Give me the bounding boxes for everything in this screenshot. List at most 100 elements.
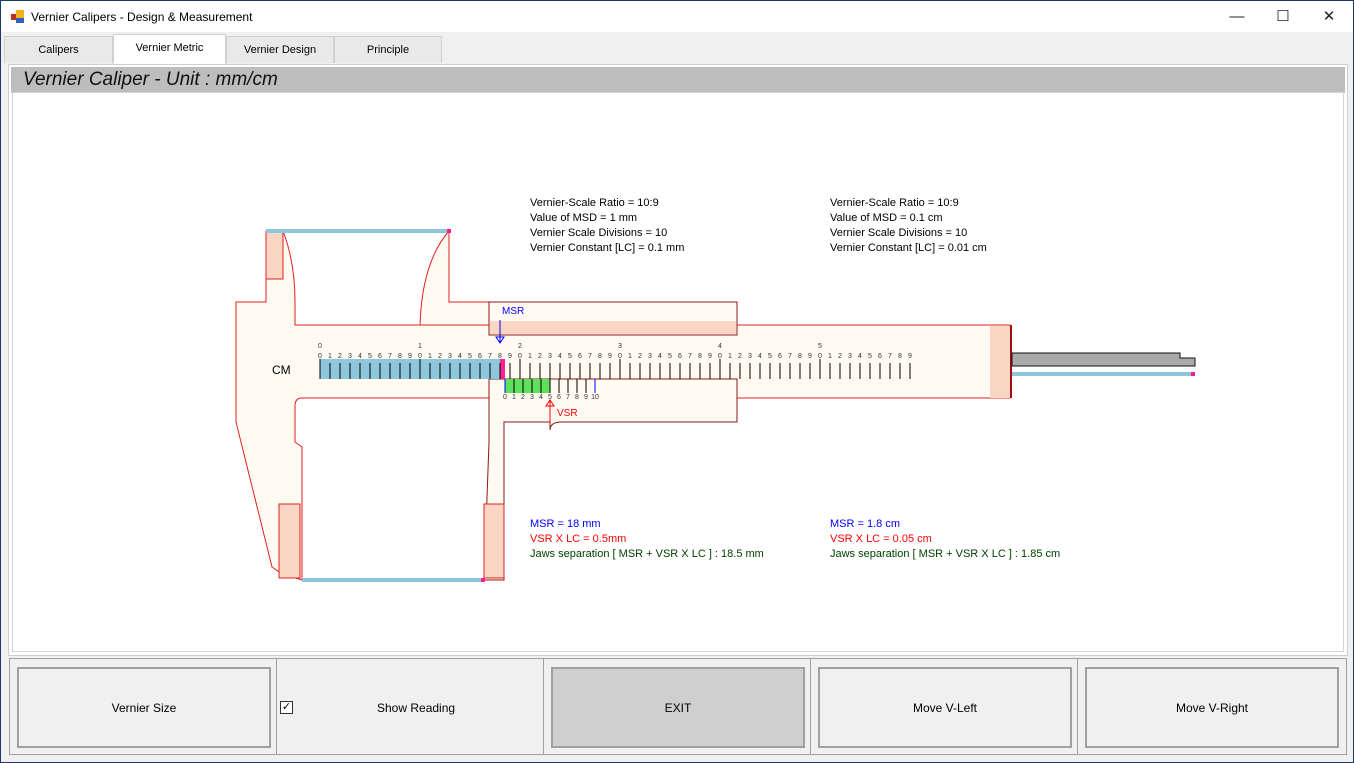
mm-constants: Vernier-Scale Ratio = 10:9 Value of MSD …	[530, 196, 684, 256]
ratio-text: Vernier-Scale Ratio = 10:9	[830, 197, 959, 209]
main-scale-mm-label: 7	[888, 353, 892, 360]
vernier-scale-label: 4	[539, 394, 543, 401]
ratio-text: Vernier-Scale Ratio = 10:9	[530, 197, 659, 209]
vernier-scale-label: 5	[548, 394, 552, 401]
divisions-text: Vernier Scale Divisions = 10	[530, 227, 668, 239]
main-scale-mm-label: 7	[688, 353, 692, 360]
main-scale-mm-label: 8	[398, 353, 402, 360]
main-scale-mm-label: 8	[698, 353, 702, 360]
main-scale-mm-label: 6	[478, 353, 482, 360]
total-reading: Jaws separation [ MSR + VSR X LC ] : 18.…	[530, 548, 764, 560]
main-scale-mm-label: 4	[358, 353, 362, 360]
main-scale-mm-label: 4	[558, 353, 562, 360]
main-scale-mm-label: 0	[318, 353, 322, 360]
vernier-jaw-lower-tip	[483, 503, 505, 579]
main-scale-mm-label: 1	[828, 353, 832, 360]
main-scale-mm-label: 3	[548, 353, 552, 360]
main-scale-mm-label: 1	[328, 353, 332, 360]
main-scale-mm-label: 4	[458, 353, 462, 360]
vsr-reading: VSR X LC = 0.05 cm	[830, 533, 932, 545]
main-scale-mm-label: 7	[388, 353, 392, 360]
tab-principle[interactable]: Principle	[334, 36, 442, 63]
main-scale-mm-label: 0	[618, 353, 622, 360]
tab-calipers[interactable]: Calipers	[4, 36, 113, 63]
vsr-label: VSR	[557, 408, 578, 419]
main-scale-mm-label: 5	[768, 353, 772, 360]
minimize-button[interactable]: —	[1229, 8, 1245, 25]
main-scale-mm-label: 6	[778, 353, 782, 360]
lc-text: Vernier Constant [LC] = 0.1 mm	[530, 242, 685, 254]
show-reading-label[interactable]: Show Reading	[377, 701, 456, 715]
vernier-scale-label: 0	[503, 394, 507, 401]
main-scale-mm-label: 5	[368, 353, 372, 360]
total-reading: Jaws separation [ MSR + VSR X LC ] : 1.8…	[830, 548, 1061, 560]
msr-reading: MSR = 1.8 cm	[830, 518, 900, 530]
main-scale-mm-label: 3	[448, 353, 452, 360]
cell-move-right: Move V-Right	[1078, 659, 1346, 754]
main-scale-cm-label: 3	[618, 343, 622, 350]
main-scale-mm-label: 7	[788, 353, 792, 360]
msd-text: Value of MSD = 1 mm	[530, 212, 638, 224]
vernier-scale-label: 10	[591, 394, 599, 401]
cm-constants: Vernier-Scale Ratio = 10:9 Value of MSD …	[830, 196, 987, 256]
vernier-scale-label: 1	[512, 394, 516, 401]
main-scale-mm-label: 2	[738, 353, 742, 360]
vernier-scale-label: 9	[584, 394, 588, 401]
vernier-upper-jaw	[419, 229, 490, 326]
main-scale-mm-label: 6	[578, 353, 582, 360]
exit-button[interactable]: EXIT	[551, 667, 805, 748]
move-v-right-button[interactable]: Move V-Right	[1085, 667, 1339, 748]
msr-fraction-marker	[500, 359, 505, 379]
main-scale-mm-label: 1	[428, 353, 432, 360]
main-scale-mm-label: 4	[758, 353, 762, 360]
tab-vernier-metric[interactable]: Vernier Metric	[113, 34, 226, 64]
main-scale-mm-label: 5	[468, 353, 472, 360]
beam-end	[990, 326, 1010, 398]
vernier-scale-label: 2	[521, 394, 525, 401]
main-scale-mm-label: 5	[568, 353, 572, 360]
main-scale-mm-label: 5	[868, 353, 872, 360]
main-scale-mm-label: 9	[508, 353, 512, 360]
jaw-marker	[447, 229, 451, 233]
main-scale-mm-label: 9	[408, 353, 412, 360]
panel-title: Vernier Caliper - Unit : mm/cm	[23, 69, 278, 90]
show-reading-checkbox[interactable]: ✓	[280, 701, 293, 714]
msr-label: MSR	[502, 306, 524, 317]
main-scale-mm-label: 0	[818, 353, 822, 360]
main-scale-mm-label: 0	[718, 353, 722, 360]
mm-reading: MSR = 18 mm VSR X LC = 0.5mm Jaws separa…	[530, 517, 764, 562]
close-button[interactable]: ✕	[1322, 8, 1336, 25]
main-scale-mm-label: 9	[808, 353, 812, 360]
main-scale-cm-label: 5	[818, 343, 822, 350]
move-v-left-button[interactable]: Move V-Left	[818, 667, 1072, 748]
lc-text: Vernier Constant [LC] = 0.01 cm	[830, 242, 987, 254]
maximize-button[interactable]: ☐	[1276, 8, 1290, 25]
main-scale-cm-label: 1	[418, 343, 422, 350]
app-icon	[11, 10, 24, 23]
cell-move-left: Move V-Left	[811, 659, 1078, 754]
main-scale-mm-label: 3	[848, 353, 852, 360]
main-scale-mm-label: 0	[518, 353, 522, 360]
main-scale-mm-label: 1	[628, 353, 632, 360]
main-scale-mm-label: 2	[538, 353, 542, 360]
main-scale-mm-label: 8	[598, 353, 602, 360]
main-scale-mm-label: 9	[908, 353, 912, 360]
main-scale-cm-label: 2	[518, 343, 522, 350]
show-reading-cell: ✓ Show Reading	[277, 659, 544, 754]
tab-vernier-design[interactable]: Vernier Design	[226, 36, 334, 63]
vsr-fill	[505, 379, 550, 393]
cell-vernier-size: Vernier Size	[10, 659, 277, 754]
main-scale-mm-label: 0	[418, 353, 422, 360]
main-scale-mm-label: 1	[728, 353, 732, 360]
window-title: Vernier Calipers - Design & Measurement	[31, 10, 253, 24]
msr-arrowhead-icon	[495, 336, 505, 344]
main-scale-cm-label: 0	[318, 343, 322, 350]
main-scale-mm-label: 3	[748, 353, 752, 360]
main-scale-mm-label: 9	[708, 353, 712, 360]
vernier-size-button[interactable]: Vernier Size	[17, 667, 271, 748]
main-scale-mm-label: 2	[438, 353, 442, 360]
